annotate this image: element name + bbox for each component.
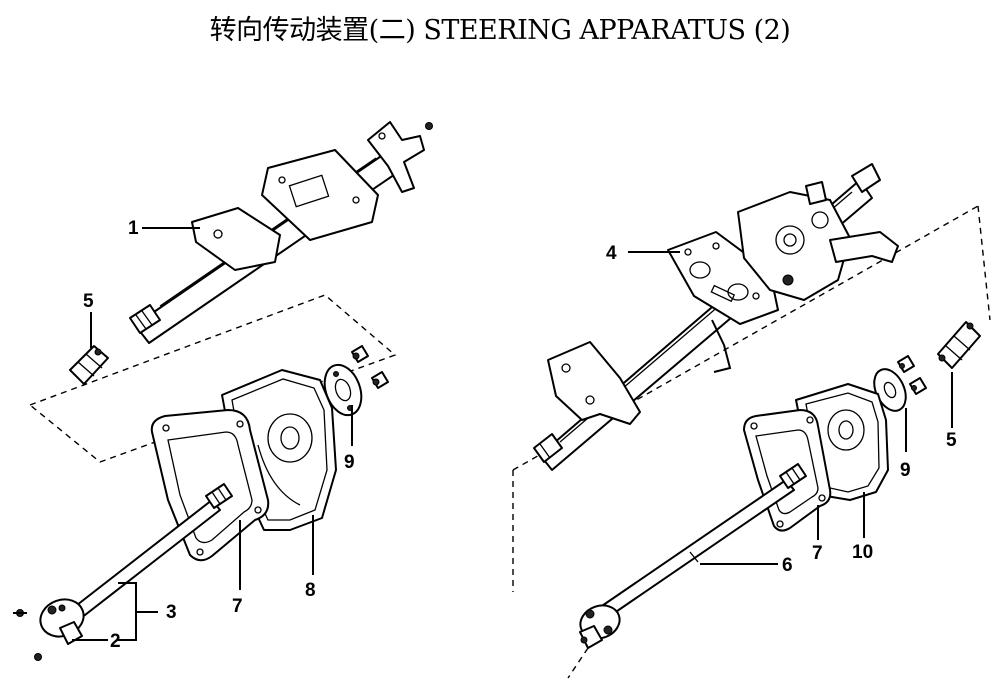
part-4-steering-column (533, 163, 899, 471)
callout-right-4: 4 (606, 243, 617, 264)
part-2-universal-joint (39, 598, 85, 645)
part-6-intermediate-shaft (595, 463, 807, 621)
left-assembly: 1 5 9 7 8 3 2 (13, 121, 433, 661)
left-dashed-boundary (28, 294, 397, 463)
right-assembly: 4 5 9 7 10 6 (512, 163, 991, 679)
callout-right-7: 7 (812, 543, 823, 564)
callout-left-7: 7 (232, 596, 243, 617)
callout-right-5: 5 (946, 430, 957, 451)
right-dashed-boundary-right (977, 205, 991, 321)
callout-left-9: 9 (344, 452, 355, 473)
callout-left-5: 5 (83, 291, 94, 312)
callout-right-10: 10 (852, 542, 873, 563)
callout-right-9: 9 (900, 460, 911, 481)
callout-right-6: 6 (782, 555, 793, 576)
callout-left-1: 1 (128, 218, 139, 239)
callout-left-2: 2 (110, 631, 121, 652)
nut-icon (425, 122, 433, 130)
part-5-universal-joint-right (937, 321, 981, 369)
callout-left-3: 3 (166, 602, 177, 623)
part-1-steering-column (129, 121, 425, 344)
universal-joint-bottom-right (579, 604, 621, 649)
part-5-universal-joint (69, 345, 109, 385)
callout-left-8: 8 (305, 580, 316, 601)
diagram-title: 转向传动装置(二) STEERING APPARATUS (2) (209, 15, 791, 46)
nut-icon (34, 653, 42, 661)
